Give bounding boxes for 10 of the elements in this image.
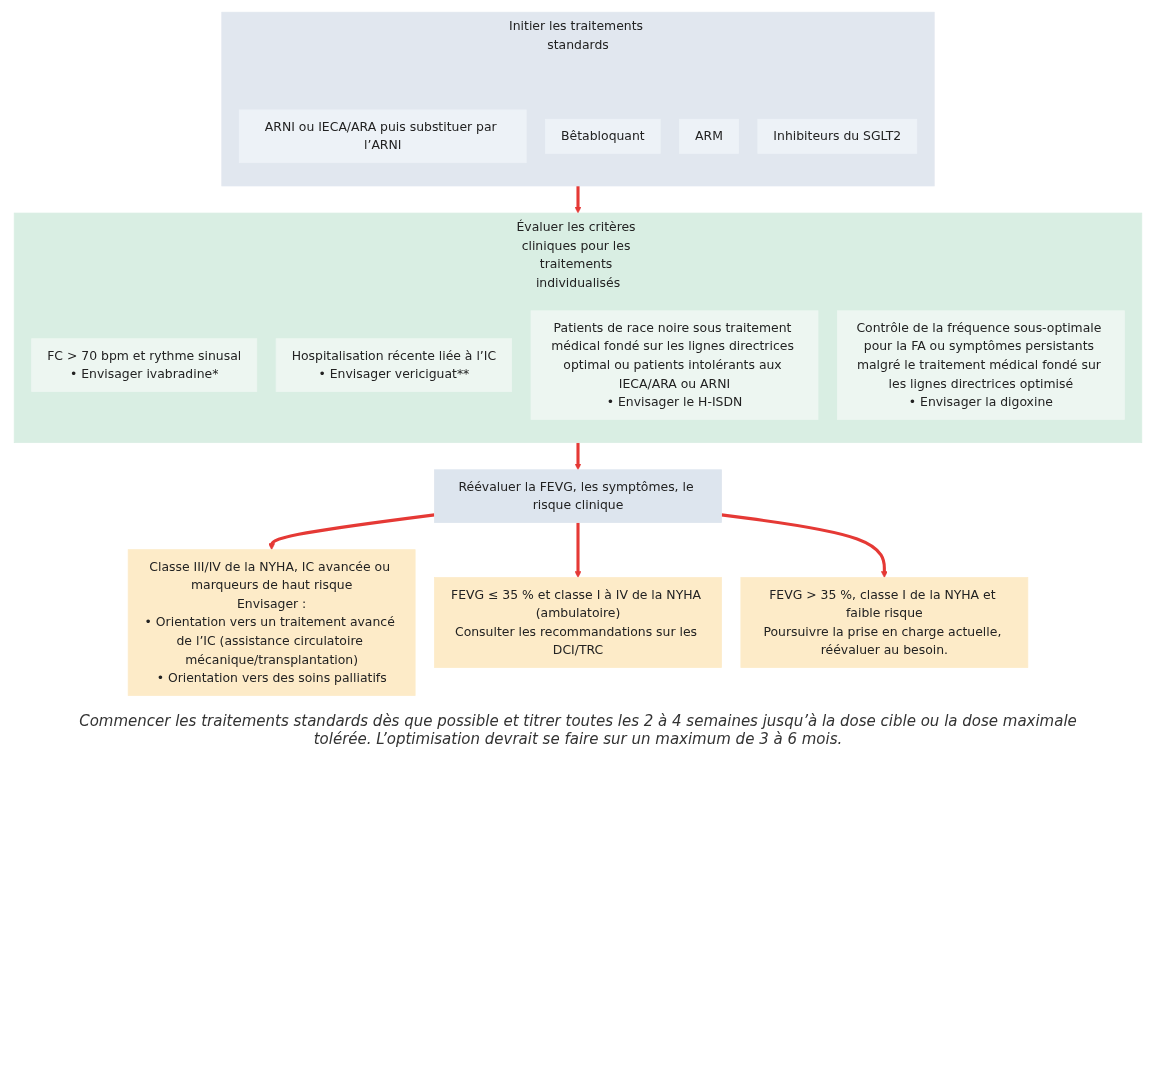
- arrow: [268, 513, 435, 550]
- node-box: Classe III/IV de la NYHA, IC avancée ou marqueurs de haut risque Envisager : • Orientation vers un traitement avancé de l’IC (assistance circulatoire mécanique/transplantation) • Orientation vers des soins palliatifs: [127, 549, 416, 696]
- node-box: Réévaluer la FEVG, les symptômes, le risque clinique: [434, 469, 722, 523]
- arrow: [574, 185, 582, 214]
- node-box: FEVG ≤ 35 % et classe I à IV de la NYHA (ambulatoire) Consulter les recommandations sur les DCI/TRC: [434, 577, 722, 668]
- arrow: [574, 442, 582, 471]
- arrow: [721, 513, 888, 578]
- arrow: [574, 522, 582, 578]
- note-text: Commencer les traitements standards dès que possible et titrer toutes les 2 à 4 semaines jusqu’à la dose cible ou la dose maximale tolérée. L’optimisation devrait se faire sur un maximum de 3 à 6 mois.: [78, 711, 1078, 748]
- node-box: FEVG > 35 %, classe I de la NYHA et faible risque Poursuivre la prise en charge actuelle, réévaluer au besoin.: [740, 577, 1029, 668]
